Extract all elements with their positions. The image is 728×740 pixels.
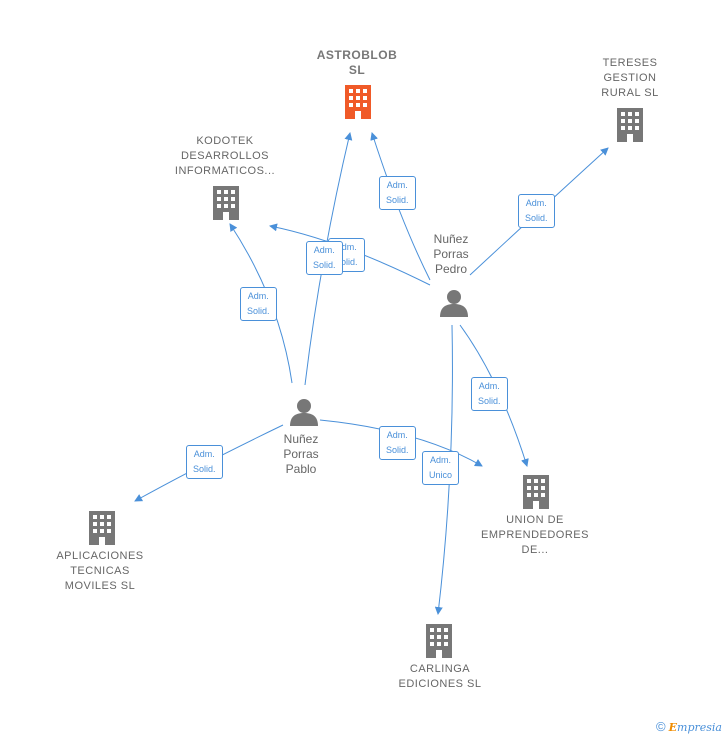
- edge-label-pablo-astroblob: Adm. Solid.: [306, 241, 343, 275]
- edge-label-pablo-kodotek: Adm. Solid.: [240, 287, 277, 321]
- copyright-icon: ©: [655, 719, 666, 734]
- company-label-astroblob[interactable]: ASTROBLOB SL: [316, 48, 398, 77]
- edge-label-pedro-tereses: Adm. Solid.: [518, 194, 555, 228]
- edge-label-pedro-carlinga: Adm. Unico: [422, 451, 460, 485]
- building-icon-union[interactable]: [523, 475, 549, 509]
- edge-label-pablo-aplicaciones: Adm. Solid.: [186, 445, 223, 479]
- person-icon-pablo[interactable]: [290, 399, 318, 426]
- building-icon-kodotek[interactable]: [213, 186, 239, 220]
- building-icon-aplicaciones[interactable]: [89, 511, 115, 545]
- company-label-kodotek[interactable]: KODOTEK DESARROLLOS INFORMATICOS...: [174, 135, 276, 177]
- brand-initial: E: [668, 721, 678, 734]
- building-icon-tereses[interactable]: [617, 108, 643, 142]
- brand-name: mpresia: [677, 721, 722, 734]
- company-label-carlinga[interactable]: CARLINGA EDICIONES SL: [398, 663, 482, 690]
- empresia-logo: © Empresia: [656, 719, 722, 734]
- person-label-pablo[interactable]: Nuñez Porras Pablo: [283, 432, 319, 476]
- edge-label-pablo-union: Adm. Solid.: [379, 426, 416, 460]
- person-label-pedro[interactable]: Nuñez Porras Pedro: [433, 232, 469, 276]
- building-icon-carlinga[interactable]: [426, 624, 452, 658]
- edge-label-pedro-astroblob: Adm. Solid.: [379, 176, 416, 210]
- edge-label-pedro-union: Adm. Solid.: [471, 377, 508, 411]
- company-label-tereses[interactable]: TERESES GESTION RURAL SL: [601, 57, 659, 99]
- company-label-union[interactable]: UNION DE EMPRENDEDORES DE...: [481, 514, 589, 556]
- company-label-aplicaciones[interactable]: APLICACIONES TECNICAS MOVILES SL: [56, 550, 144, 592]
- person-icon-pedro[interactable]: [440, 290, 468, 317]
- edge-pedro-astroblob: [370, 132, 431, 281]
- building-icon-astroblob[interactable]: [345, 85, 371, 119]
